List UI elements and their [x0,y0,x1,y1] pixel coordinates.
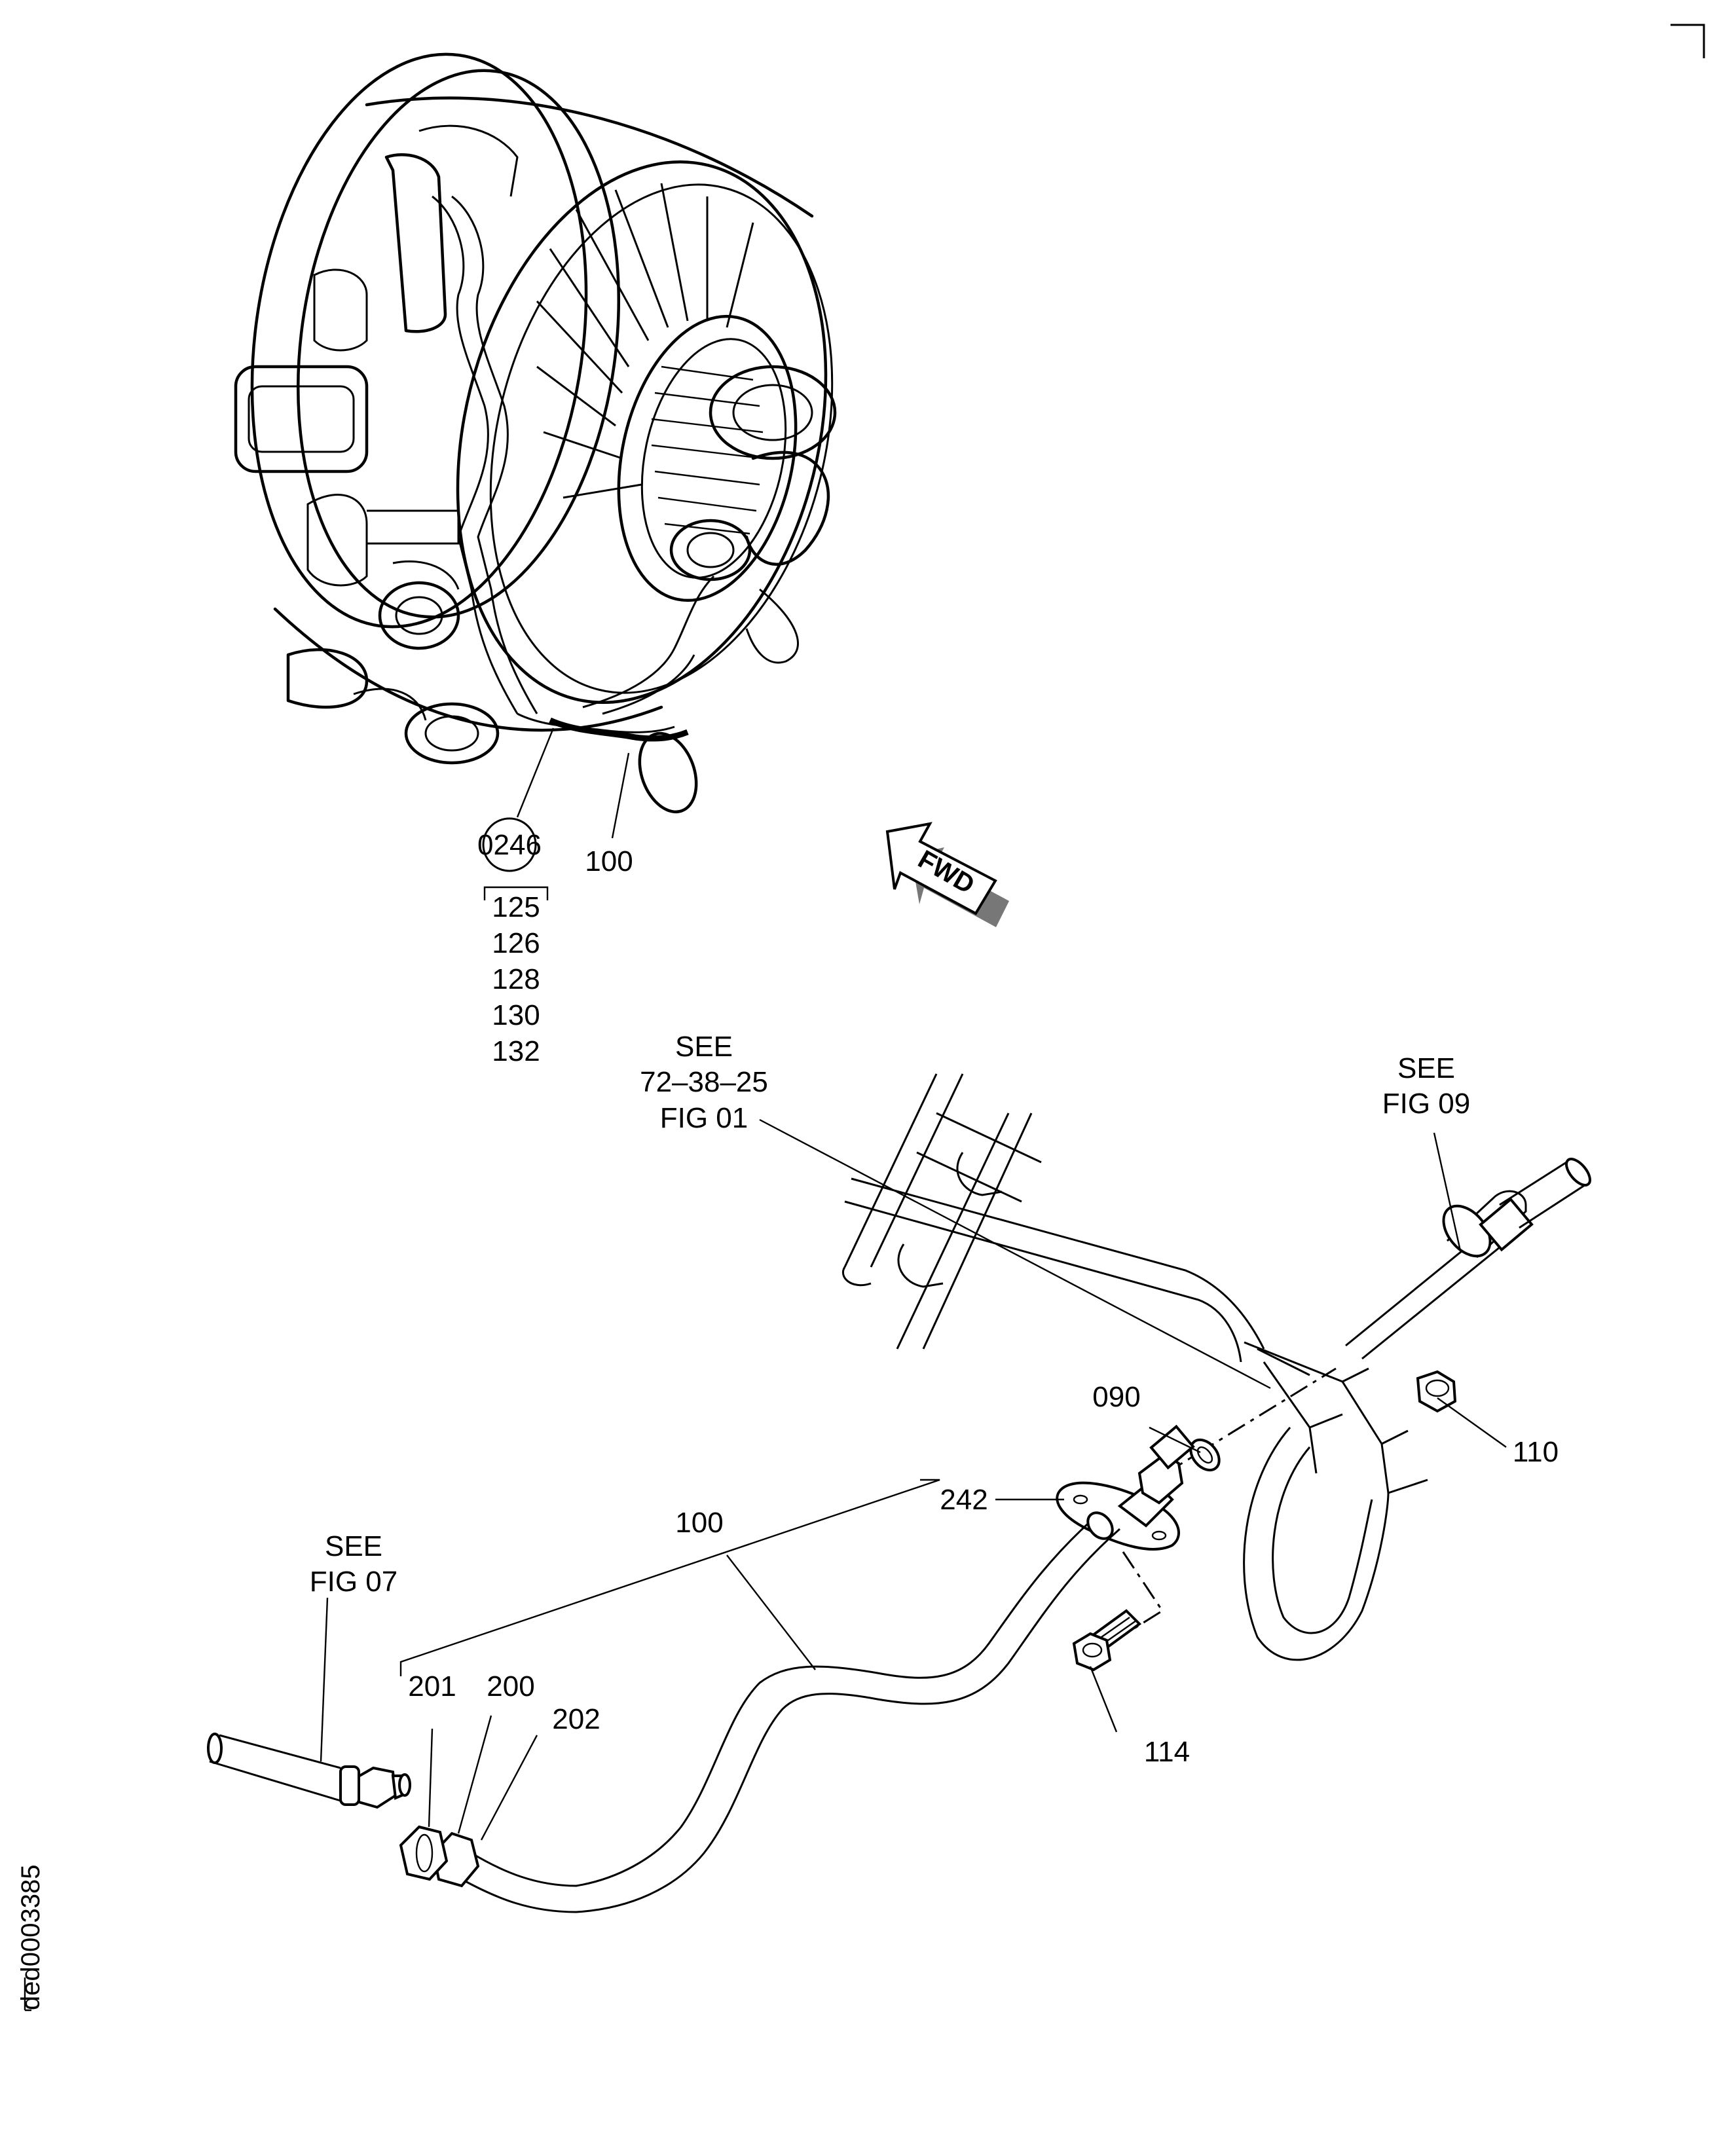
callout-200: 200 [487,1670,534,1702]
callout-100: 100 [675,1507,723,1539]
ref-fig09-fig: FIG 09 [1382,1088,1471,1120]
ref-fig07-fig: FIG 07 [310,1566,398,1598]
callout-110: 110 [1513,1436,1559,1468]
ref-72-see: SEE [675,1031,733,1063]
pylon-structure [842,1073,1428,1661]
ref-72-fig: FIG 01 [660,1102,748,1134]
engine-assembly [234,52,837,814]
bolt-114 [1072,1609,1142,1672]
callout-114: 114 [1144,1736,1190,1768]
bracket-item-128: 128 [492,963,540,995]
bracket-item-126: 126 [492,927,540,959]
callout-202: 202 [552,1703,600,1735]
centerline-090 [1165,1367,1337,1475]
bracket-line [483,886,549,900]
flange-fitting-242 [1056,1424,1195,1551]
bracket-item-125: 125 [492,891,540,923]
callout-201: 201 [408,1670,456,1702]
bracket-item-130: 130 [492,999,540,1031]
tube-100 [461,1511,1120,1913]
bracket-242 [399,1479,940,1676]
figure-id: ded0003385 [16,1865,45,2010]
nut-110 [1416,1370,1457,1413]
bracket-item-132: 132 [492,1035,540,1067]
coupling-201-200-202 [399,1825,480,1888]
forward-arrow: FWD [885,822,1009,927]
tube-fig07 [209,1734,341,1802]
ref-fig09-see: SEE [1397,1052,1455,1084]
callout-0246: 0246 [477,829,542,861]
ref-fig07-see: SEE [325,1530,382,1562]
callout-242: 242 [940,1484,988,1516]
seal-090 [1189,1438,1221,1472]
reference-circle [482,817,537,872]
figure-id-mark [24,1978,31,2012]
callout-090: 090 [1092,1381,1140,1413]
ref-72-number: 72–38–25 [640,1066,768,1098]
callout-100-top: 100 [585,845,633,877]
corner-mark [1671,24,1705,58]
union-fig07 [339,1765,411,1809]
